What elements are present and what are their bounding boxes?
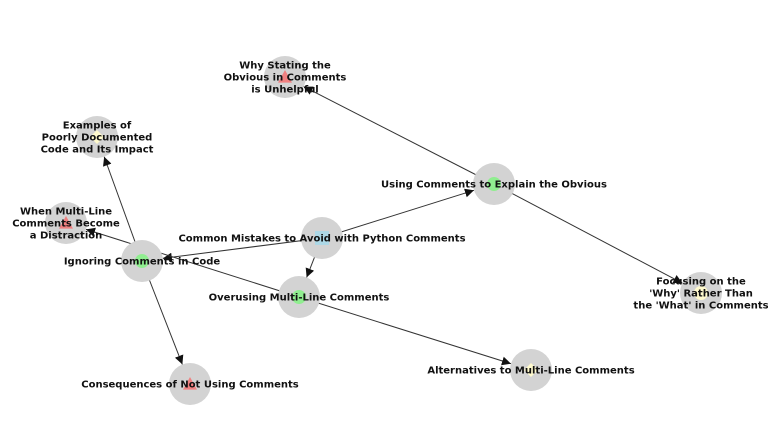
- node-whystating[interactable]: [264, 56, 306, 98]
- node-focusing[interactable]: [680, 272, 722, 314]
- label-line: Poorly Documented: [42, 133, 153, 144]
- node-label-consequences: Consequences of Not Using Comments: [81, 380, 299, 391]
- labels-layer: Common Mistakes to Avoid with Python Com…: [12, 61, 768, 391]
- label-line: Using Comments to Explain the Obvious: [381, 180, 607, 191]
- label-line: a Distraction: [30, 231, 103, 242]
- label-line: Why Stating the: [239, 61, 331, 72]
- label-line: Common Mistakes to Avoid with Python Com…: [178, 234, 465, 245]
- label-line: is Unhelpful: [251, 85, 319, 96]
- triangle-marker-icon: [278, 70, 292, 83]
- label-line: Obvious in Comments: [224, 73, 347, 84]
- label-line: Examples of: [63, 121, 132, 132]
- circle-marker-icon: [487, 177, 501, 191]
- node-overusing[interactable]: [278, 276, 320, 318]
- triangle-marker-icon: [59, 216, 73, 229]
- diamond-marker-icon: [90, 130, 104, 144]
- edges-layer: [85, 86, 683, 366]
- label-line: Comments Become: [12, 219, 120, 230]
- diamond-marker-icon: [524, 363, 538, 377]
- node-distraction[interactable]: [45, 202, 87, 244]
- edge-overusing-to-alternatives: [298, 296, 512, 366]
- nodes-layer: [45, 56, 722, 405]
- circle-marker-icon: [694, 286, 708, 300]
- label-line: Alternatives to Multi-Line Comments: [427, 366, 634, 377]
- node-label-ignoring: Ignoring Comments in Code: [64, 257, 221, 268]
- node-alternatives[interactable]: [510, 349, 552, 391]
- node-label-explain: Using Comments to Explain the Obvious: [381, 180, 607, 191]
- label-line: Focusing on the: [656, 277, 746, 288]
- edge-explain-to-whystating: [303, 86, 495, 185]
- label-line: Code and Its Impact: [41, 145, 154, 156]
- label-line: Consequences of Not Using Comments: [81, 380, 299, 391]
- label-line: Overusing Multi-Line Comments: [209, 293, 390, 304]
- node-consequences[interactable]: [169, 363, 211, 405]
- edge-common-to-ignoring: [162, 237, 323, 262]
- square-marker-icon: [315, 231, 329, 245]
- label-line: Ignoring Comments in Code: [64, 257, 221, 268]
- edge-overusing-to-distraction: [85, 227, 300, 298]
- node-ignoring[interactable]: [121, 240, 163, 282]
- node-label-alternatives: Alternatives to Multi-Line Comments: [427, 366, 634, 377]
- node-explain[interactable]: [473, 163, 515, 205]
- node-label-overusing: Overusing Multi-Line Comments: [209, 293, 390, 304]
- node-label-common: Common Mistakes to Avoid with Python Com…: [178, 234, 465, 245]
- edge-common-to-explain: [321, 188, 475, 239]
- triangle-marker-icon: [183, 377, 197, 390]
- label-line: the 'What' in Comments: [633, 301, 768, 312]
- label-line: 'Why' Rather Than: [649, 289, 753, 300]
- edge-explain-to-focusing: [493, 183, 683, 284]
- circle-marker-icon: [292, 290, 306, 304]
- node-common[interactable]: [301, 217, 343, 259]
- label-line: When Multi-Line: [20, 207, 112, 218]
- circle-marker-icon: [135, 254, 149, 268]
- node-examples[interactable]: [76, 116, 118, 158]
